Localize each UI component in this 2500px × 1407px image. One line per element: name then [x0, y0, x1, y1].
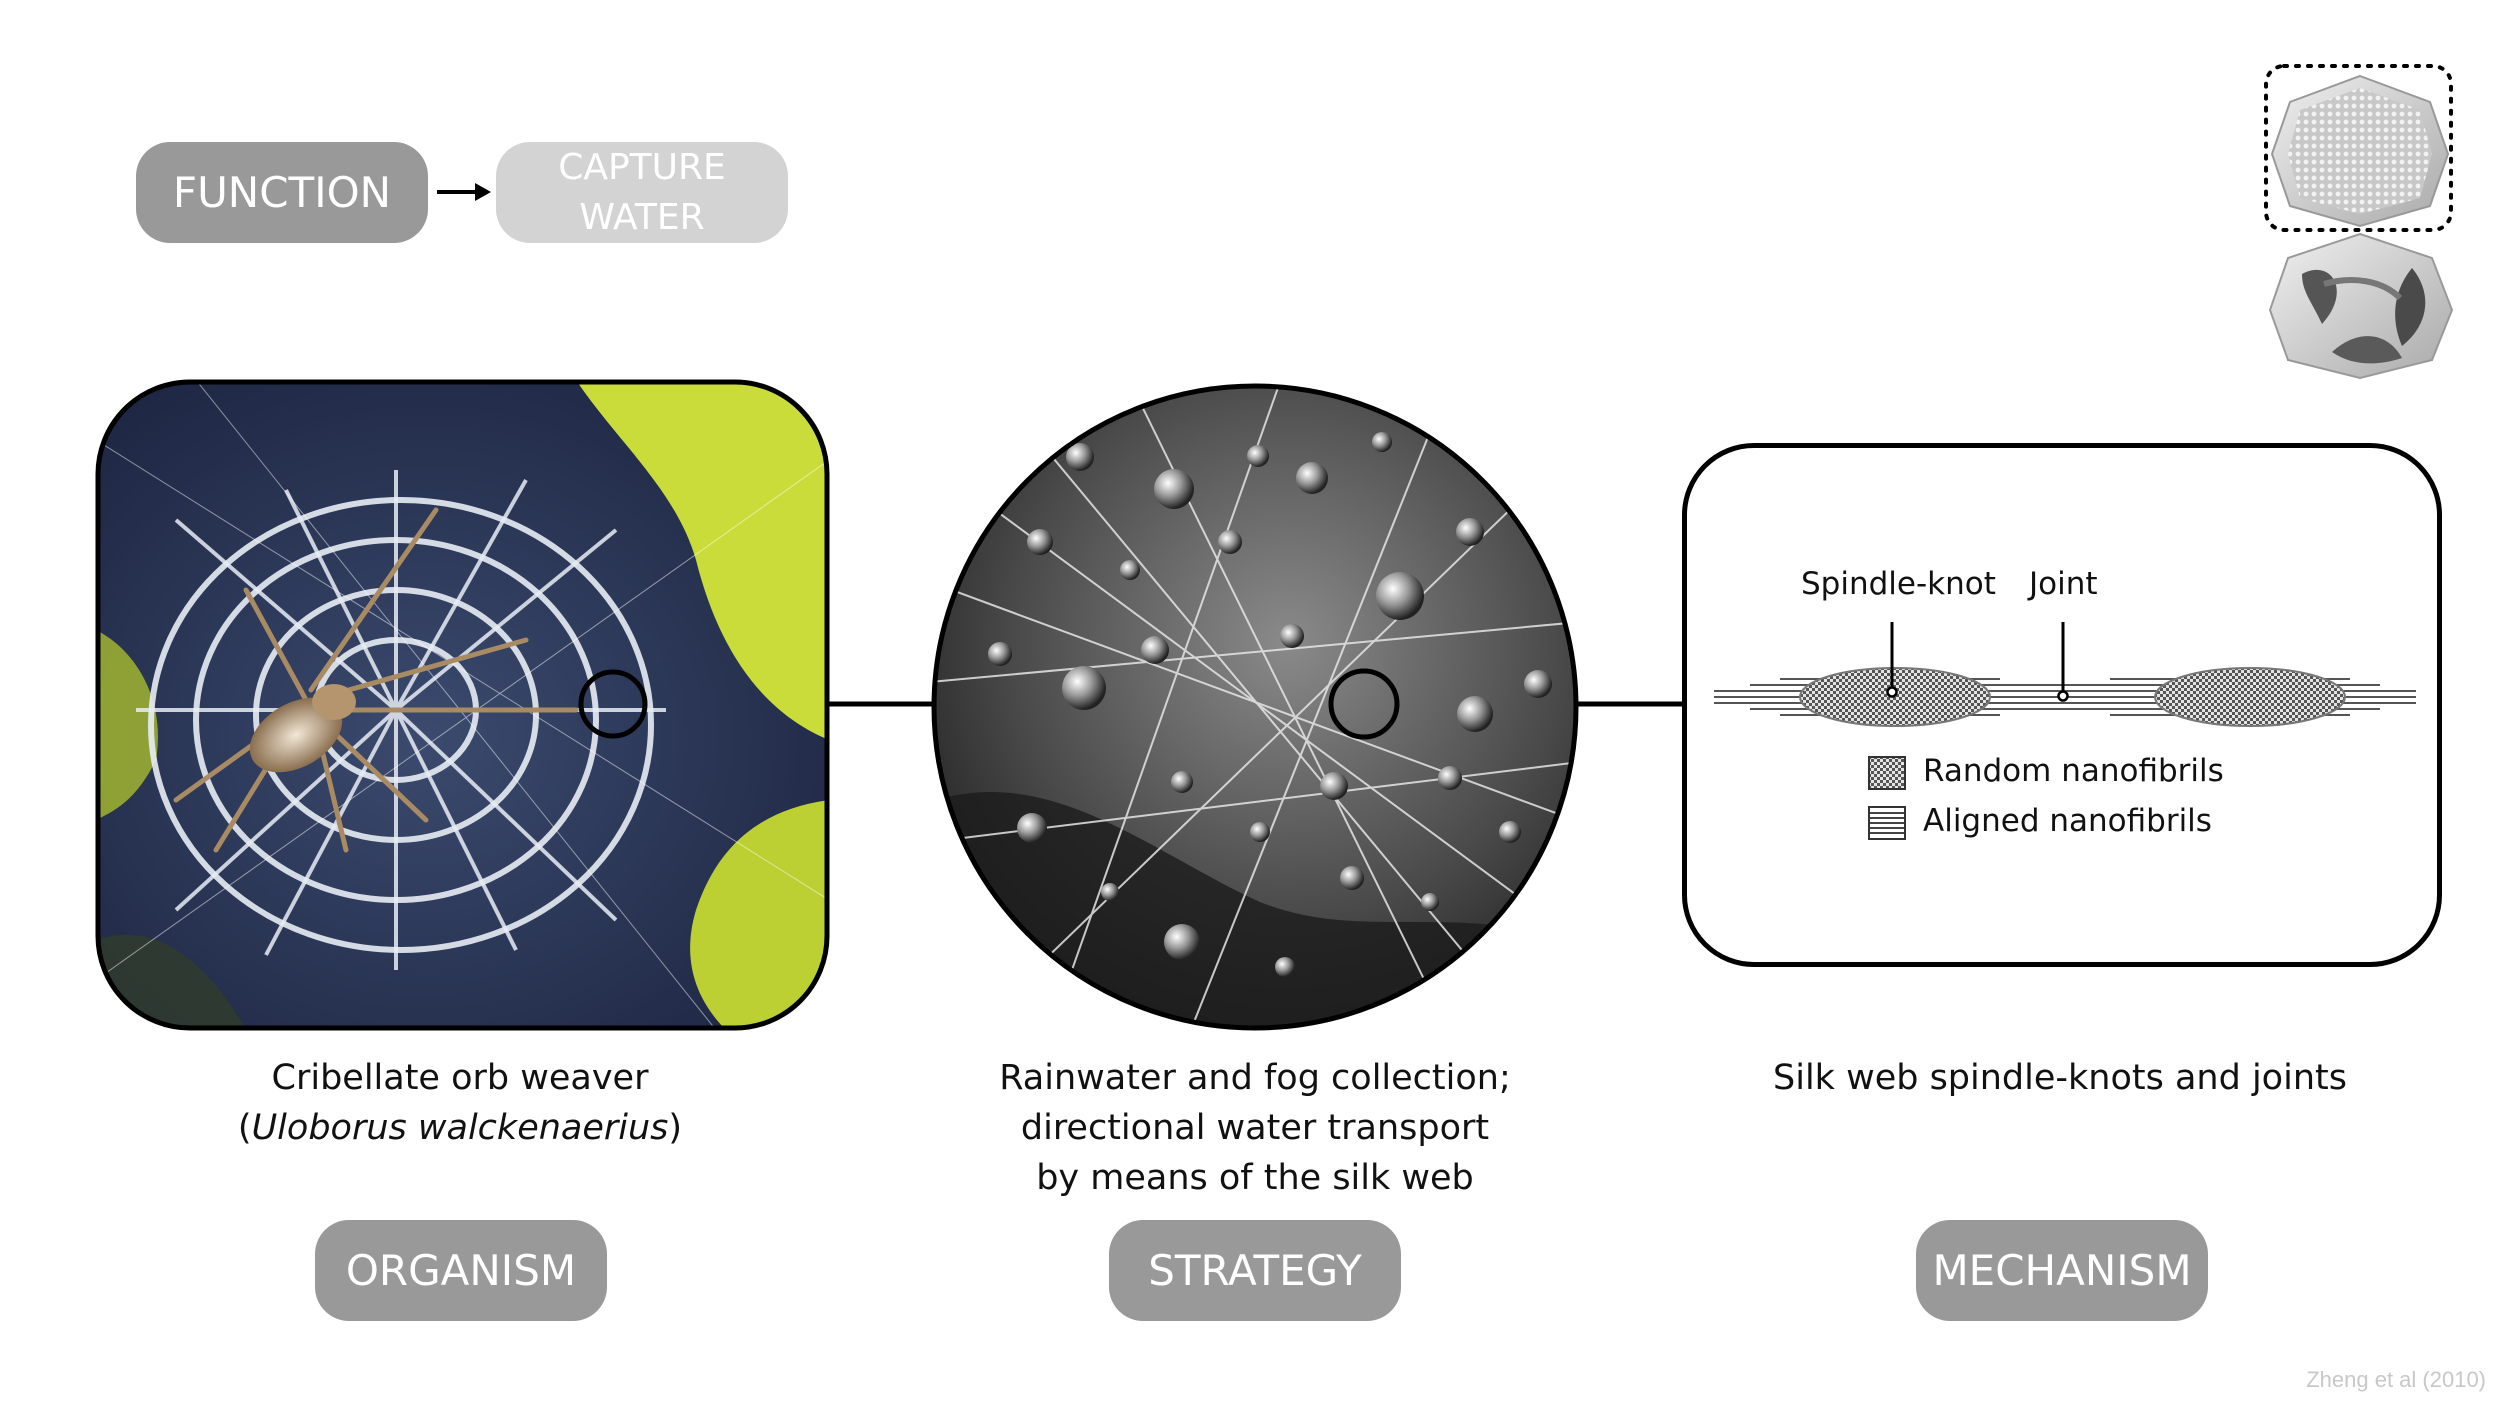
organism-caption: Cribellate orb weaver (Uloborus walckena… [160, 1053, 760, 1153]
strategy-image [931, 383, 1579, 1031]
mechanism-caption: Silk web spindle-knots and joints [1773, 1058, 2347, 1098]
strategy-caption-line1: Rainwater and fog collection; [999, 1058, 1511, 1098]
organism-image [95, 379, 830, 1031]
random-nanofibrils-label: Random nanofibrils [1923, 753, 2224, 789]
joint-label: Joint [2029, 566, 2098, 602]
random-nanofibrils-swatch [1868, 756, 1906, 790]
capture-label-line1: CAPTURE [558, 146, 726, 188]
capture-label-line2: WATER [579, 196, 705, 238]
function-label: FUNCTION [136, 142, 428, 243]
image-credit: Zheng et al (2010) [2306, 1367, 2486, 1392]
organism-caption-line2: (Uloborus walckenaerius) [160, 1103, 760, 1153]
strategy-caption-line3: by means of the silk web [1036, 1158, 1474, 1198]
strategy-caption-line2: directional water transport [1020, 1108, 1490, 1148]
organism-label: ORGANISM [315, 1220, 607, 1321]
organism-caption-line1: Cribellate orb weaver [271, 1058, 649, 1098]
arrow-right-icon [437, 183, 491, 201]
strategy-caption: Rainwater and fog collection; directiona… [950, 1053, 1560, 1203]
strategy-label: STRATEGY [1109, 1220, 1401, 1321]
capture-water-label: CAPTURE WATER [496, 142, 788, 243]
hexagon-logo-icon [2264, 64, 2454, 380]
open-paren: ( [237, 1108, 252, 1148]
mechanism-label: MECHANISM [1916, 1220, 2208, 1321]
close-paren: ) [668, 1108, 683, 1148]
species-name: Uloborus walckenaerius [251, 1108, 669, 1148]
aligned-nanofibrils-swatch [1868, 806, 1906, 840]
aligned-nanofibrils-label: Aligned nanofibrils [1923, 803, 2212, 839]
spindle-knot-label: Spindle-knot [1801, 566, 1996, 602]
silk-fiber-diagram [1714, 622, 2416, 727]
